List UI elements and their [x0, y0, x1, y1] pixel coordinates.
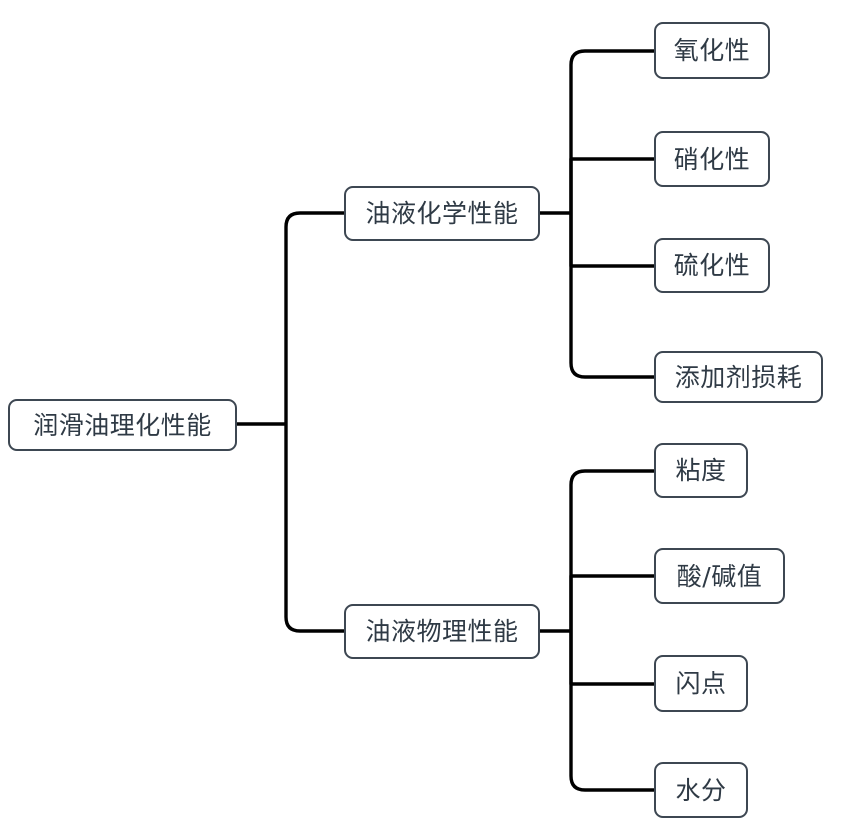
node-leaf-acid-base-value-label: 酸/碱值: [676, 561, 763, 591]
node-leaf-moisture[interactable]: 水分: [654, 762, 748, 818]
node-leaf-additive-loss-label: 添加剂损耗: [674, 362, 803, 392]
connector-physical-to-moisture: [569, 631, 654, 792]
node-leaf-flash-point-label: 闪点: [675, 669, 727, 698]
connector-chemical-to-oxidation: [569, 49, 654, 213]
node-root[interactable]: 润滑油理化性能: [8, 399, 237, 451]
node-leaf-oxidation[interactable]: 氧化性: [654, 22, 770, 79]
node-leaf-nitration[interactable]: 硝化性: [654, 131, 770, 187]
connector-physical-to-flash-point: [569, 631, 654, 686]
node-leaf-flash-point[interactable]: 闪点: [654, 655, 748, 712]
node-leaf-moisture-label: 水分: [675, 775, 727, 805]
node-leaf-oxidation-label: 氧化性: [673, 36, 751, 65]
node-leaf-additive-loss[interactable]: 添加剂损耗: [654, 351, 823, 403]
node-leaf-viscosity[interactable]: 粘度: [654, 443, 748, 498]
node-leaf-nitration-label: 硝化性: [673, 144, 751, 174]
node-root-label: 润滑油理化性能: [33, 410, 212, 440]
node-leaf-acid-base-value[interactable]: 酸/碱值: [654, 548, 785, 604]
node-branch-physical-label: 油液物理性能: [365, 617, 519, 646]
connector-physical-to-acid-base-value: [569, 574, 654, 631]
node-leaf-sulfation[interactable]: 硫化性: [654, 238, 770, 293]
node-branch-physical[interactable]: 油液物理性能: [344, 604, 540, 659]
connector-chemical-to-sulfation: [569, 213, 654, 268]
connector-chemical-to-additive-loss: [569, 213, 654, 379]
connector-root-to-physical: [284, 424, 344, 633]
node-branch-chemical[interactable]: 油液化学性能: [344, 186, 540, 241]
connector-chemical-to-nitration: [569, 157, 654, 213]
node-branch-chemical-label: 油液化学性能: [365, 199, 519, 228]
node-leaf-viscosity-label: 粘度: [675, 456, 727, 485]
connector-physical-to-viscosity: [569, 469, 654, 631]
connector-root-to-chemical: [284, 211, 344, 424]
node-leaf-sulfation-label: 硫化性: [673, 251, 751, 280]
